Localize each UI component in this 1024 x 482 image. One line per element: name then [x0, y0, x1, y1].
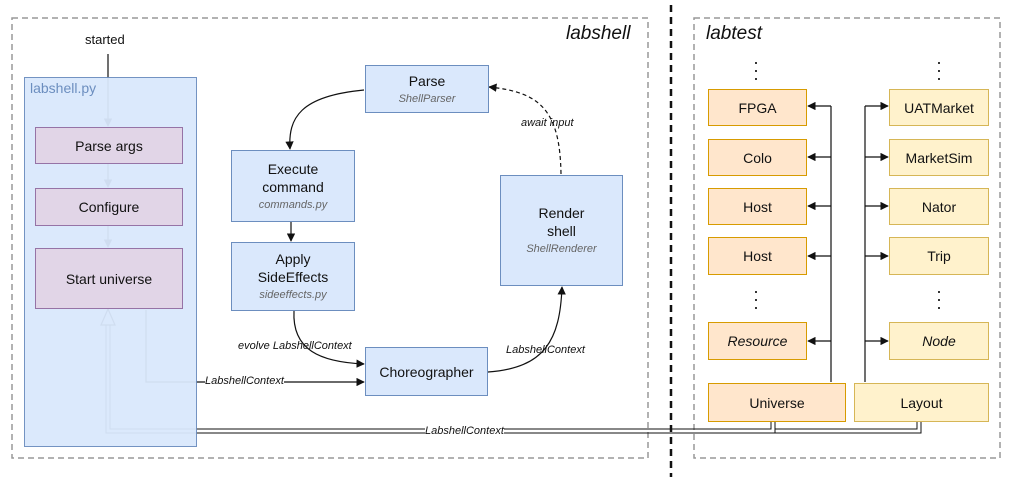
node-nator: Nator	[889, 188, 989, 225]
node-marketsim: MarketSim	[889, 139, 989, 176]
parse-title: Parse	[408, 72, 446, 89]
node-generic-label: Node	[922, 333, 956, 349]
resource-fpga-label: FPGA	[738, 99, 777, 116]
layout-node: Layout	[854, 383, 989, 422]
resource-colo: Colo	[708, 139, 807, 176]
resource-host-1: Host	[708, 188, 807, 225]
labshell-py-label: labshell.py	[30, 80, 97, 96]
arrow-render-parse	[488, 83, 562, 175]
node-nator-label: Nator	[921, 198, 957, 215]
node-trip: Trip	[889, 237, 989, 275]
resource-generic-label: Resource	[727, 333, 788, 349]
layout-label: Layout	[900, 394, 943, 411]
universe-node: Universe	[708, 383, 846, 422]
apply-title-line2: SideEffects	[257, 269, 329, 285]
resource-ellipsis-top: ···	[753, 52, 759, 88]
evolve-context-label: evolve LabshellContext	[238, 340, 352, 352]
arrow-choreographer-render	[487, 286, 566, 373]
parse-subtitle: ShellParser	[398, 92, 456, 105]
arrow-apply-choreographer	[293, 310, 365, 368]
execute-command-node: Execute command commands.py	[231, 150, 355, 222]
labshell-title: labshell	[566, 23, 631, 44]
choreographer-context-label: LabshellContext	[205, 375, 284, 387]
resource-generic: Resource	[708, 322, 807, 360]
render-title-line2: shell	[547, 223, 576, 239]
resource-host-2: Host	[708, 237, 807, 275]
render-title-line1: Render	[538, 205, 585, 221]
resource-host-2-label: Host	[743, 248, 772, 264]
start-universe-node: Start universe	[35, 248, 183, 309]
node-ellipsis-mid: ···	[936, 281, 942, 317]
universe-context-label: LabshellContext	[425, 425, 504, 437]
started-label: started	[85, 32, 125, 47]
start-universe-label: Start universe	[65, 270, 153, 287]
execute-subtitle: commands.py	[258, 198, 328, 211]
choreographer-node: Choreographer	[365, 347, 488, 396]
choreographer-label: Choreographer	[379, 363, 474, 380]
await-input-label: await input	[521, 117, 574, 129]
render-shell-node: Render shell ShellRenderer	[500, 175, 623, 286]
node-marketsim-label: MarketSim	[905, 149, 973, 166]
node-generic: Node	[889, 322, 989, 360]
resource-ellipsis-mid: ···	[753, 281, 759, 317]
apply-subtitle: sideeffects.py	[259, 289, 327, 301]
configure-node: Configure	[35, 188, 183, 226]
labshell-frame	[11, 17, 649, 459]
apply-sideeffects-node: Apply SideEffects sideeffects.py	[231, 242, 355, 311]
configure-label: Configure	[78, 199, 140, 215]
parse-node: Parse ShellParser	[365, 65, 489, 113]
resource-fpga: FPGA	[708, 89, 807, 126]
execute-title-line1: Execute	[267, 160, 319, 177]
apply-title-line1: Apply	[275, 251, 311, 267]
arrow-parse-execute	[285, 89, 365, 150]
node-uatmarket: UATMarket	[889, 89, 989, 126]
node-uatmarket-label: UATMarket	[904, 99, 974, 116]
node-trip-label: Trip	[927, 248, 951, 264]
render-subtitle: ShellRenderer	[526, 243, 597, 255]
render-context-label: LabshellContext	[506, 344, 585, 356]
parse-args-label: Parse args	[75, 137, 143, 154]
resource-host-1-label: Host	[743, 198, 772, 215]
resource-colo-label: Colo	[743, 149, 772, 166]
universe-label: Universe	[749, 394, 805, 411]
labtest-frame	[693, 17, 1001, 459]
labtest-title: labtest	[706, 23, 762, 44]
execute-title-line2: command	[262, 178, 324, 195]
parse-args-node: Parse args	[35, 127, 183, 164]
node-ellipsis-top: ···	[936, 52, 942, 88]
